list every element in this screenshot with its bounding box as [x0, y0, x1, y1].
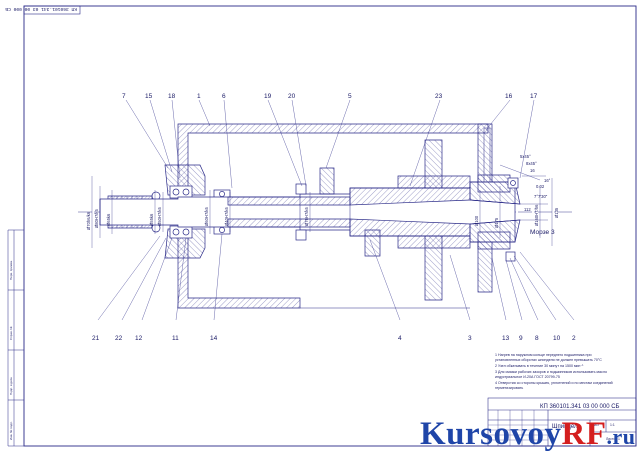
callout-9: 9 [519, 335, 523, 342]
spindle-assembly [78, 99, 575, 321]
callout-19: 19 [264, 93, 272, 100]
watermark-ru: .ru [606, 424, 636, 449]
gear-small-upper [319, 167, 335, 195]
callout-8: 8 [535, 335, 539, 342]
front-bearing-lower [169, 225, 193, 239]
dim-d3: Ø65k6 [106, 213, 111, 226]
watermark-rf: RF [561, 416, 607, 452]
svg-text:Подп. и дата: Подп. и дата [9, 377, 13, 395]
callout-13: 13 [502, 335, 510, 342]
dimension-lines [91, 164, 553, 248]
svg-text:Справ. №: Справ. № [9, 326, 13, 340]
callout-6: 6 [222, 93, 226, 100]
spacer-ring-upper [295, 183, 307, 195]
dim-d12: Ø175 [494, 217, 499, 228]
note-line-6: 4 Отверстия со стороны крышек, уплотнени… [495, 381, 613, 385]
callout-12: 12 [135, 335, 143, 342]
dim-taper: 7°7'30" [534, 194, 548, 199]
dim-angle1: 16° [544, 178, 551, 183]
front-bearing-upper [169, 185, 193, 199]
callout-5: 5 [348, 93, 352, 100]
gear-hub-upper [397, 175, 471, 189]
watermark-kursovoy: Kursovoy [420, 416, 562, 452]
dim-d4: Ø55k6 [149, 213, 154, 226]
dim-d8: Ø160H7/h6 [534, 204, 539, 226]
watermark-logo: KursovoyRF.ru [420, 418, 636, 451]
gear-hub-lower [397, 235, 471, 249]
callout-labels: 7 15 18 1 6 19 20 5 23 16 17 21 22 12 11… [92, 93, 576, 342]
dim-angle2: 5x45° [520, 154, 531, 159]
callout-11: 11 [172, 335, 179, 342]
note-line-4: 3 Для смазки рабочих зазоров и подшипник… [495, 370, 607, 374]
callout-15: 15 [145, 93, 153, 100]
dim-d1: Ø70h6/k6 [86, 211, 91, 230]
dim-d5: Ø50H7/k6 [157, 206, 162, 226]
titleblock-name: Шпиндель [552, 424, 581, 430]
note-line-2: установленных оборотах шпинделя не долже… [495, 358, 602, 362]
dimension-texts: Ø70h6/k6 Ø80H7/k6 Ø65k6 Ø55k6 Ø50H7/k6 Ø… [86, 154, 559, 236]
dim-small1: 0.02 [536, 184, 545, 189]
callout-2: 2 [572, 335, 576, 342]
note-line-3: 2 Узел обкатывать в течение 30 минут на … [495, 364, 584, 368]
spacer-ring-lower [295, 229, 307, 241]
callout-1: 1 [197, 93, 201, 100]
bolt-head-lower [505, 251, 516, 262]
titleblock-code: КП 360101.341 03 00 000 СБ [540, 404, 620, 410]
dim-d13: Ø135 [554, 207, 559, 218]
titleblock-scale: 1:1 [610, 423, 615, 427]
callout-23: 23 [435, 93, 443, 100]
callout-16: 16 [505, 93, 513, 100]
callout-17: 17 [530, 93, 538, 100]
callout-7: 7 [122, 93, 126, 100]
dim-d7: Ø40H7/k6 [224, 206, 229, 226]
callout-4: 4 [398, 335, 402, 342]
top-stamp-box: КП 360101.341 03 00 000 СБ [5, 5, 81, 15]
leader-lines [97, 99, 575, 321]
callout-20: 20 [288, 93, 296, 100]
title-block [487, 397, 637, 447]
dim-small2: 16 [530, 168, 535, 173]
dim-d10: Ø75H7/k6 [304, 206, 309, 226]
dim-d2: Ø80H7/k6 [94, 208, 99, 228]
callout-21: 21 [92, 335, 100, 342]
dim-taper-len: 112 [524, 207, 531, 212]
rear-cover-lower [477, 231, 511, 250]
bolt-head [507, 177, 519, 189]
note-line-1: 1 Нагрев на наружном кольце переднего по… [495, 353, 592, 357]
dim-d6: Ø60H7/k6 [204, 206, 209, 226]
callout-22: 22 [115, 335, 123, 342]
morse-label: Морзе 3 [530, 229, 555, 236]
rear-cover-upper [477, 174, 511, 193]
svg-text:Перв. примен.: Перв. примен. [9, 260, 13, 280]
top-stamp-text: КП 360101.341 03 00 000 СБ [5, 6, 77, 12]
shaft-wall-lower [227, 218, 351, 228]
callout-10: 10 [553, 335, 561, 342]
note-line-7: герметизировать [495, 386, 523, 390]
callout-18: 18 [168, 93, 176, 100]
side-strip-text: Перв. примен. Справ. № Подп. и дата Инв.… [9, 260, 13, 440]
callout-3: 3 [468, 335, 472, 342]
dim-d11: Ø100 [474, 215, 479, 226]
titleblock-sheet-label: Лист [592, 423, 600, 427]
note-line-5: индустриальное И-20А ГОСТ 20799-75 [495, 375, 560, 379]
sheet-frame [7, 5, 637, 447]
titleblock-sheets: Листов 1 [606, 437, 620, 441]
shaft-wall-upper [227, 196, 351, 206]
dim-ang3: 8x45° [526, 161, 537, 166]
callout-14: 14 [210, 335, 218, 342]
technical-notes: 1 Нагрев на наружном кольце переднего по… [495, 353, 613, 390]
svg-text:Инв. № подл.: Инв. № подл. [9, 421, 13, 440]
gear-small-lower [364, 229, 381, 257]
